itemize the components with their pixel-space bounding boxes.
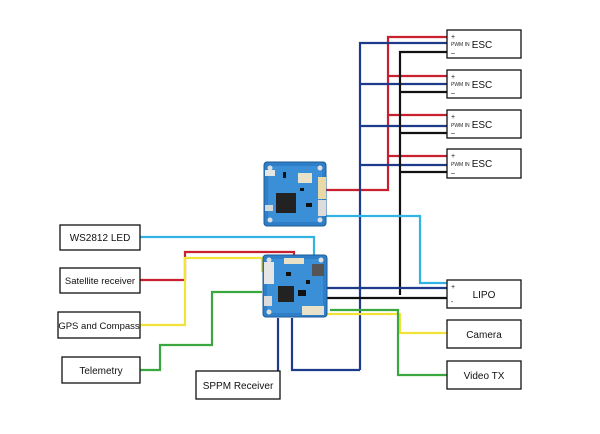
satellite-label: Satellite receiver (65, 276, 135, 287)
fc-side-connector (264, 262, 274, 284)
esc-label: ESC (472, 159, 493, 170)
esc-3: + PWM IN – ESC (446, 109, 522, 139)
esc-signal: PWM IN (451, 123, 470, 129)
top-board-chip (276, 193, 296, 213)
esc-plus: + (451, 74, 455, 81)
esc-plus: + (451, 34, 455, 41)
esc-1: + PWM IN – ESC (446, 29, 522, 59)
esc-signal: PWM IN (451, 42, 470, 48)
fc-inductor (312, 264, 324, 276)
esc-signal-wire-navy (358, 41, 447, 370)
esc-signal-wire-navy (290, 318, 360, 372)
device-camera: Camera (446, 319, 522, 349)
esc-power-wire-red (325, 35, 447, 192)
telemetry-wire-green (140, 290, 262, 372)
esc-minus: – (451, 50, 455, 57)
fc-chip (278, 286, 294, 302)
gps-label: GPS and Compass (58, 321, 140, 332)
fc-top-connector (284, 258, 304, 264)
videotx-label: Video TX (464, 371, 505, 382)
camera-label: Camera (466, 330, 502, 341)
device-telemetry: Telemetry (61, 356, 141, 384)
led-wire-cyan (140, 235, 316, 258)
esc-plus: + (451, 153, 455, 160)
top-board (263, 161, 327, 227)
camera-wire-yellow (320, 312, 447, 335)
esc-ground-wire-black (398, 50, 447, 295)
esc-label: ESC (472, 40, 493, 51)
gps-wire-yellow (140, 256, 264, 327)
fc-bottom-connector (302, 306, 324, 315)
sppm-label: SPPM Receiver (203, 381, 274, 392)
lipo-minus: - (451, 299, 454, 306)
esc-label: ESC (472, 120, 493, 131)
device-video-tx: Video TX (446, 360, 522, 390)
esc-minus: – (451, 170, 455, 177)
telemetry-label: Telemetry (79, 366, 122, 377)
esc-signal: PWM IN (451, 162, 470, 168)
esc-minus: – (451, 90, 455, 97)
lipo-sense-wire-cyan (325, 214, 447, 285)
wires (140, 35, 447, 377)
top-board-connector (298, 173, 312, 183)
flight-controller-board (262, 254, 328, 318)
lipo-label: LIPO (473, 290, 496, 301)
device-lipo: + - LIPO (446, 279, 522, 309)
device-sppm-receiver: SPPM Receiver (195, 370, 281, 400)
esc-plus: + (451, 114, 455, 121)
device-ws2812: WS2812 LED (59, 224, 141, 251)
videotx-wire-green (330, 308, 447, 377)
device-gps-compass: GPS and Compass (57, 311, 141, 339)
esc-4: + PWM IN – ESC (446, 148, 522, 179)
top-board-header (318, 177, 326, 199)
ws2812-label: WS2812 LED (70, 233, 131, 244)
esc-label: ESC (472, 80, 493, 91)
esc-minus: – (451, 130, 455, 137)
device-satellite-receiver: Satellite receiver (59, 267, 141, 294)
esc-2: + PWM IN – ESC (446, 69, 522, 99)
lipo-plus: + (451, 284, 455, 291)
esc-signal: PWM IN (451, 82, 470, 88)
